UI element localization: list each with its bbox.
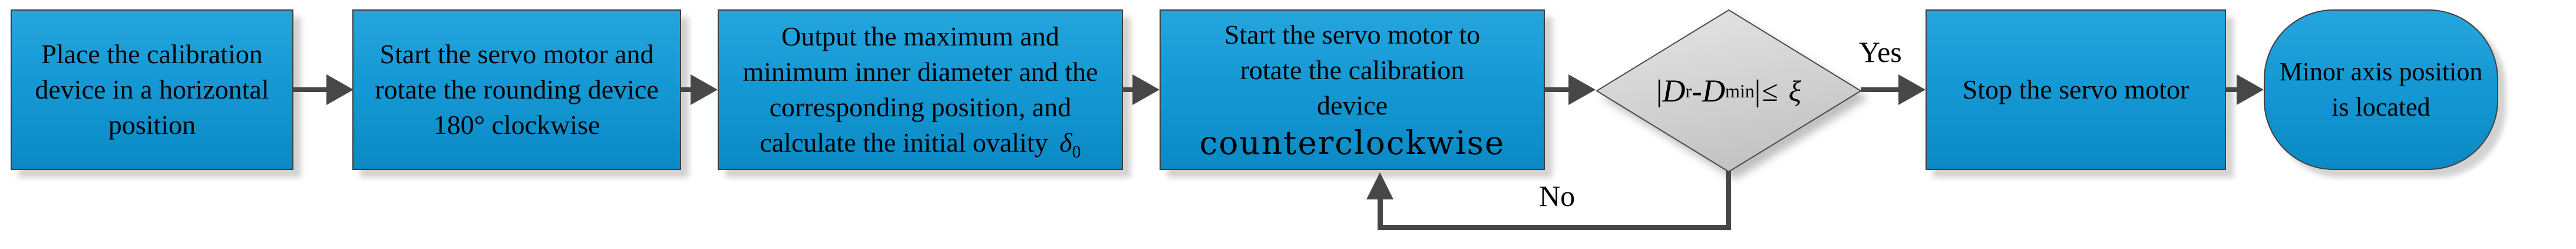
arrow-step1-step2-line bbox=[293, 87, 328, 92]
delta-symbol: δ bbox=[1059, 127, 1072, 158]
no-loop-up-line bbox=[1378, 197, 1383, 230]
node-minor-axis-located: Minor axis position is located bbox=[2264, 9, 2498, 170]
node-minor-axis-located-label: Minor axis position is located bbox=[2279, 57, 2483, 122]
node-place-calibration-device: Place the calibration device in a horizo… bbox=[11, 9, 293, 170]
no-loop-up-head-icon bbox=[1366, 172, 1393, 199]
minus-sign: - bbox=[1692, 73, 1702, 109]
node-stop-servo-motor-label: Stop the servo motor bbox=[1962, 74, 2189, 104]
node-output-diameters: Output the maximum and minimum inner dia… bbox=[718, 9, 1123, 170]
arrow-step1-step2-head-icon bbox=[326, 74, 354, 105]
arrow-decision-step5-head-icon bbox=[1898, 74, 1926, 105]
node-counterclockwise-emphasis: counterclockwise bbox=[1199, 124, 1505, 162]
node-rotate-rounding-device-label: Start the servo motor and rotate the rou… bbox=[375, 39, 659, 140]
arrow-step5-terminal-head-icon bbox=[2237, 74, 2264, 105]
arrow-step2-step3-line bbox=[681, 87, 692, 92]
arrow-decision-step5-line bbox=[1861, 87, 1900, 92]
delta-subscript: 0 bbox=[1072, 142, 1081, 162]
arrow-step3-step4-head-icon bbox=[1132, 74, 1160, 105]
node-output-diameters-label: Output the maximum and minimum inner dia… bbox=[742, 21, 1098, 122]
no-loop-down-line bbox=[1726, 171, 1731, 230]
abs-open: | bbox=[1656, 74, 1663, 108]
diameter-real: D bbox=[1662, 73, 1686, 109]
node-rotate-counterclockwise-label: Start the servo motor to rotate the cali… bbox=[1224, 19, 1481, 120]
yes-label: Yes bbox=[1859, 35, 1902, 68]
arrow-step5-terminal-line bbox=[2226, 87, 2239, 92]
node-rotate-rounding-device: Start the servo motor and rotate the rou… bbox=[352, 9, 681, 170]
arrow-step4-decision-head-icon bbox=[1568, 74, 1596, 105]
arrow-step2-step3-head-icon bbox=[691, 74, 718, 105]
ovality-text: calculate the initial ovality bbox=[759, 127, 1048, 158]
node-place-calibration-device-label: Place the calibration device in a horizo… bbox=[35, 39, 269, 140]
arrow-step3-step4-line bbox=[1123, 87, 1134, 92]
leq-operator: ≤ bbox=[1762, 74, 1778, 107]
node-stop-servo-motor: Stop the servo motor bbox=[1926, 9, 2226, 170]
diameter-min: D bbox=[1702, 73, 1725, 109]
arrow-step4-decision-line bbox=[1545, 87, 1570, 92]
no-label: No bbox=[1539, 179, 1576, 212]
no-loop-horizontal-line bbox=[1378, 225, 1731, 230]
xi-threshold: ξ bbox=[1788, 74, 1802, 107]
node-output-diameters-lastline: calculate the initial ovality δ0 bbox=[759, 125, 1081, 162]
abs-close: | bbox=[1754, 74, 1761, 108]
node-rotate-counterclockwise: Start the servo motor to rotate the cali… bbox=[1160, 9, 1545, 170]
